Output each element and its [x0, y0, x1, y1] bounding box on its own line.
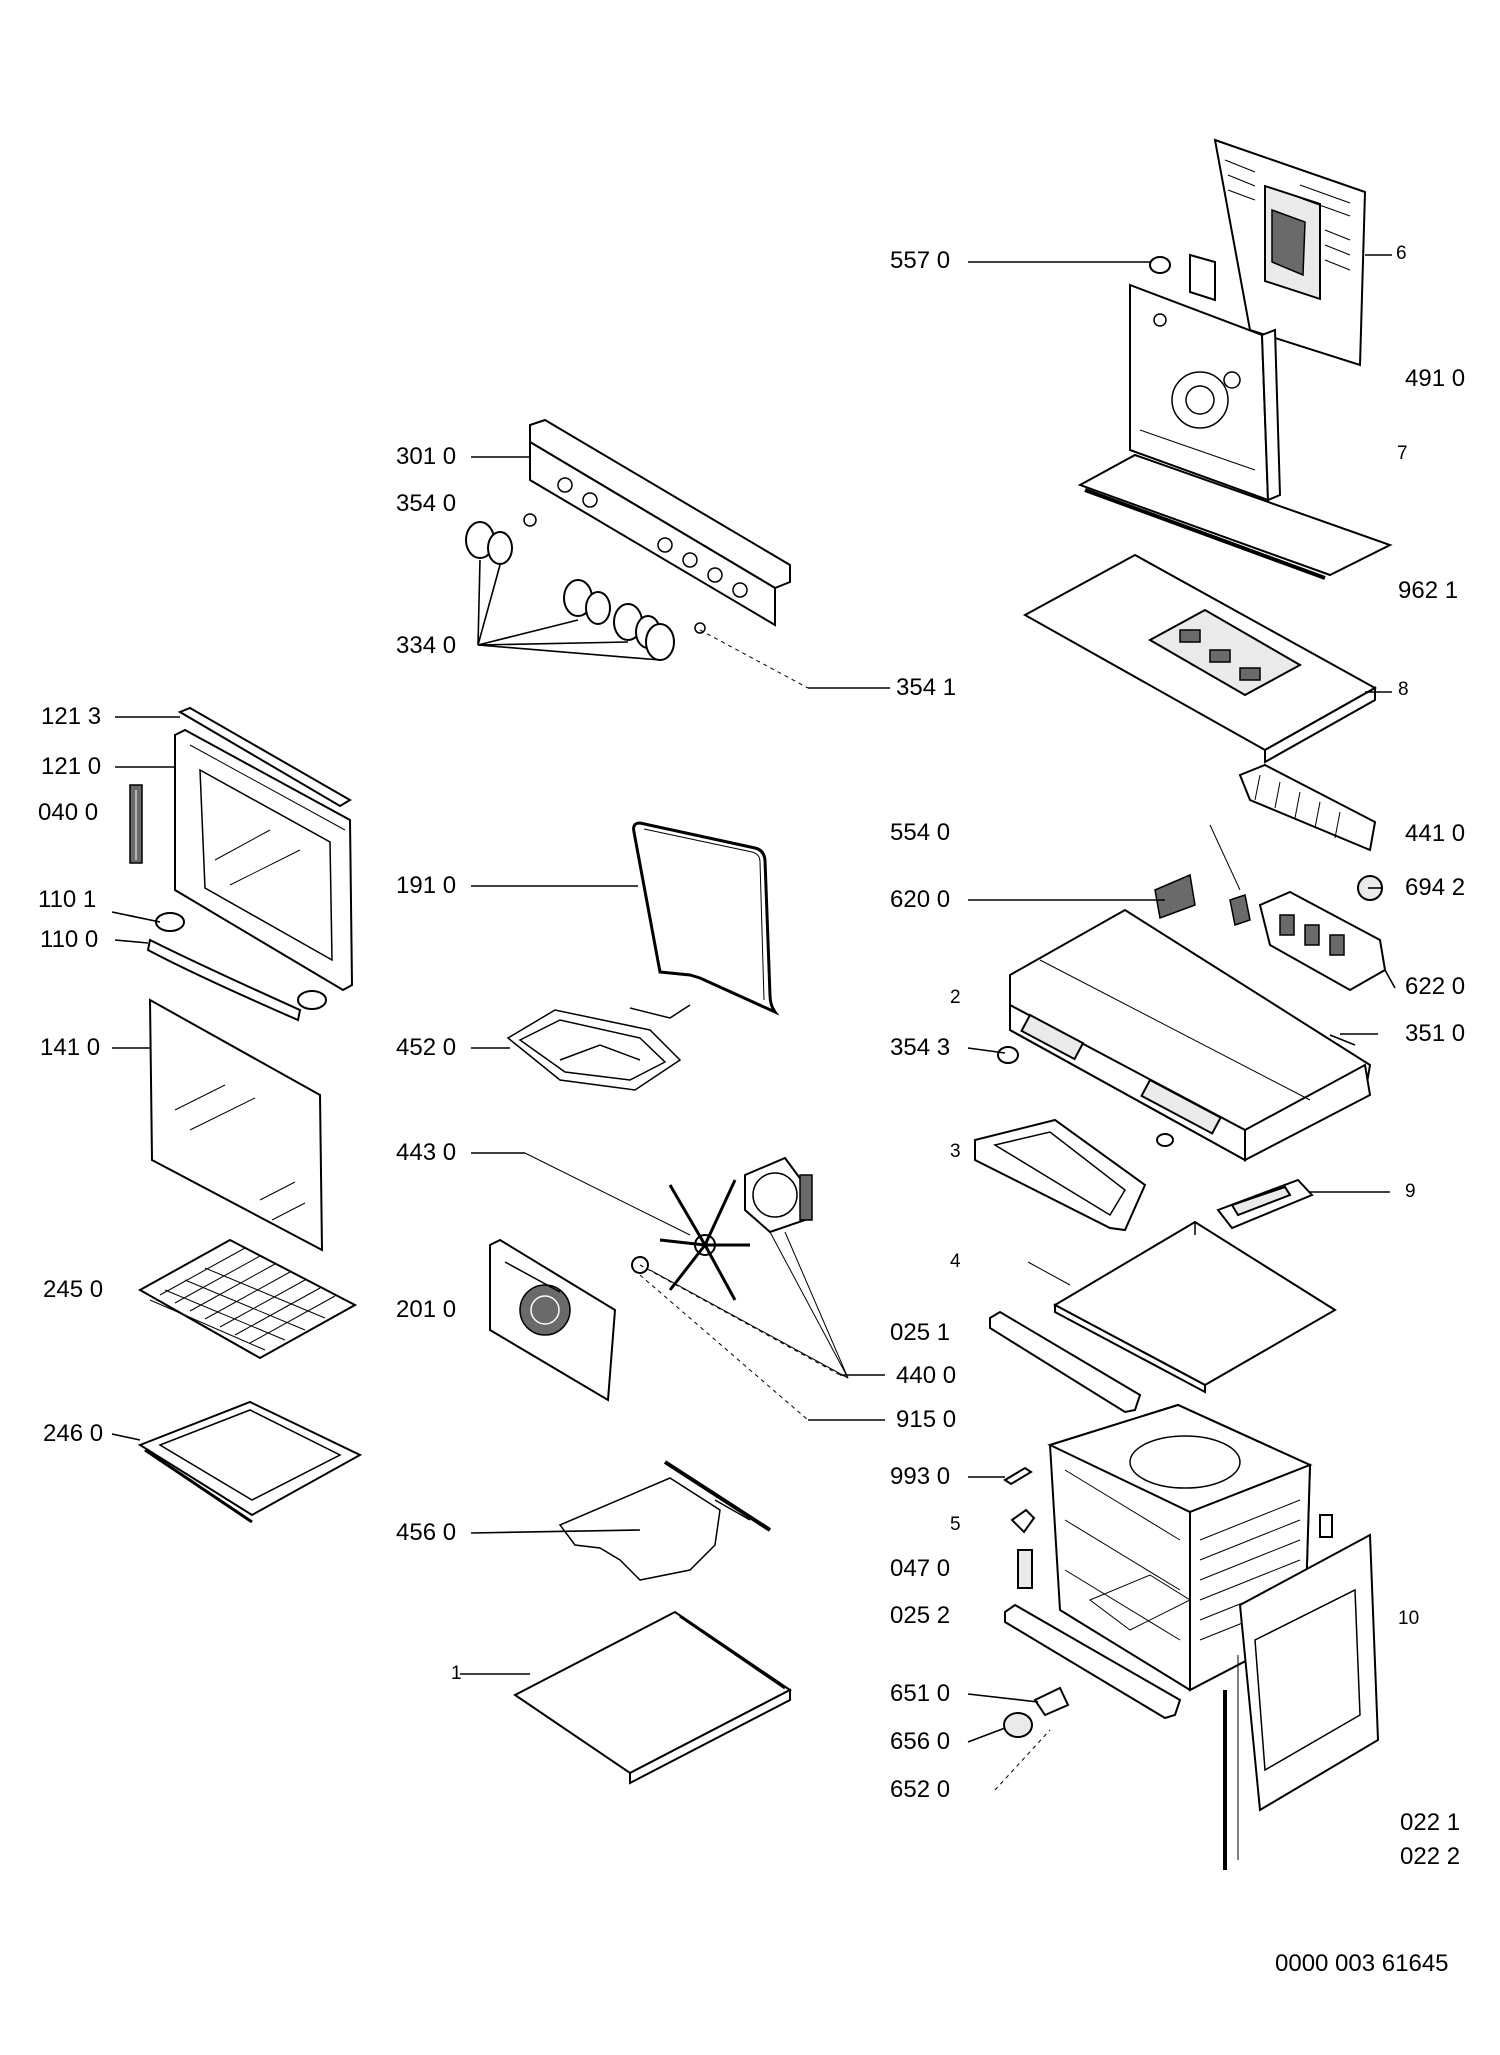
part-control-panel-301-0: [529, 418, 791, 627]
part-wire-shelf-245-0: [137, 1238, 358, 1360]
label-8: 8: [1398, 679, 1409, 700]
part-door-strip-121-3: [177, 706, 352, 808]
document-number: 0000 003 61645: [1275, 1950, 1449, 1977]
label-246-0: 246 0: [43, 1420, 104, 1447]
label-554-0: 554 0: [890, 819, 951, 846]
label-443-0: 443 0: [396, 1139, 457, 1166]
part-clip-5: [1010, 1508, 1036, 1534]
part-handle-110-0: [146, 938, 302, 1022]
part-knobs-334-0: [465, 513, 706, 661]
label-694-2: 694 2: [1405, 874, 1466, 901]
part-rear-wall-7: [1129, 253, 1282, 502]
part-base-plate-8: [1022, 553, 1378, 764]
label-456-0: 456 0: [396, 1519, 457, 1546]
part-fan-motor-440-0: [744, 1156, 813, 1234]
label-201-0: 201 0: [396, 1296, 457, 1323]
label-245-0: 245 0: [43, 1276, 104, 1303]
label-557-0: 557 0: [890, 247, 951, 274]
label-10: 10: [1398, 1608, 1420, 1629]
part-glass-141-0: [148, 998, 324, 1252]
label-440-0: 440 0: [896, 1362, 957, 1389]
label-121-0: 121 0: [41, 753, 102, 780]
label-022-2: 022 2: [1400, 1843, 1461, 1870]
part-top-panel-4: [1052, 1220, 1337, 1394]
part-lamp-651-0: [1033, 1686, 1070, 1717]
part-frame-3: [974, 1118, 1147, 1232]
label-1: 1: [451, 1663, 462, 1684]
label-622-0: 622 0: [1405, 973, 1466, 1000]
label-652-0: 652 0: [890, 1776, 951, 1803]
label-452-0: 452 0: [396, 1034, 457, 1061]
part-side-panel-10: [1223, 1533, 1380, 1870]
label-7: 7: [1397, 443, 1408, 464]
leader-lines: [111, 254, 1396, 1791]
label-354-0: 354 0: [396, 490, 457, 517]
part-tray-246-0: [137, 1400, 363, 1524]
label-025-2: 025 2: [890, 1602, 951, 1629]
part-insulation-962-1: [1077, 453, 1393, 580]
label-022-1: 022 1: [1400, 1809, 1461, 1836]
part-seal-191-0: [632, 821, 780, 1016]
label-141-0: 141 0: [40, 1034, 101, 1061]
label-620-0: 620 0: [890, 886, 951, 913]
part-fan-blade-443-0: [659, 1179, 750, 1301]
part-clip-993-0: [1003, 1466, 1033, 1486]
label-354-1: 354 1: [896, 674, 957, 701]
label-110-0: 110 0: [40, 926, 99, 953]
part-cover-9: [1216, 1178, 1314, 1230]
part-handle-end-110-1: [155, 912, 327, 1010]
label-191-0: 191 0: [396, 872, 457, 899]
label-915-0: 915 0: [896, 1406, 957, 1433]
part-tangential-fan-441-0: [1238, 763, 1383, 901]
part-rail-025-1: [989, 1310, 1142, 1414]
part-lamp-656-0: [1003, 1712, 1033, 1738]
label-5: 5: [950, 1514, 961, 1535]
part-door-frame-121-0: [174, 728, 354, 992]
label-656-0: 656 0: [890, 1728, 951, 1755]
part-rail-025-2: [1004, 1603, 1182, 1720]
label-9: 9: [1405, 1181, 1416, 1202]
label-047-0: 047 0: [890, 1555, 951, 1582]
part-bracket-047-0: [1017, 1549, 1033, 1589]
label-651-0: 651 0: [890, 1680, 951, 1707]
label-040-0: 040 0: [38, 799, 99, 826]
label-993-0: 993 0: [890, 1463, 951, 1490]
part-back-cover-6: [1213, 138, 1367, 367]
label-441-0: 441 0: [1405, 820, 1466, 847]
label-334-0: 334 0: [396, 632, 457, 659]
label-962-1: 962 1: [1398, 577, 1459, 604]
part-hinge-040-0: [129, 784, 143, 864]
label-3: 3: [950, 1141, 961, 1162]
label-301-0: 301 0: [396, 443, 457, 470]
label-4: 4: [950, 1251, 961, 1272]
label-110-1: 110 1: [38, 886, 97, 913]
label-121-3: 121 3: [41, 703, 102, 730]
part-bottom-panel-1: [513, 1610, 792, 1785]
part-heating-element-452-0: [506, 1004, 691, 1091]
label-354-3: 354 3: [890, 1034, 951, 1061]
label-491-0: 491 0: [1405, 365, 1466, 392]
label-2: 2: [950, 987, 961, 1008]
part-heating-element-456-0: [558, 1460, 772, 1581]
part-fan-cover-201-0: [489, 1238, 617, 1402]
label-351-0: 351 0: [1405, 1020, 1466, 1047]
label-6: 6: [1396, 243, 1407, 264]
label-025-1: 025 1: [890, 1319, 951, 1346]
part-control-housing-2: [997, 873, 1387, 1162]
